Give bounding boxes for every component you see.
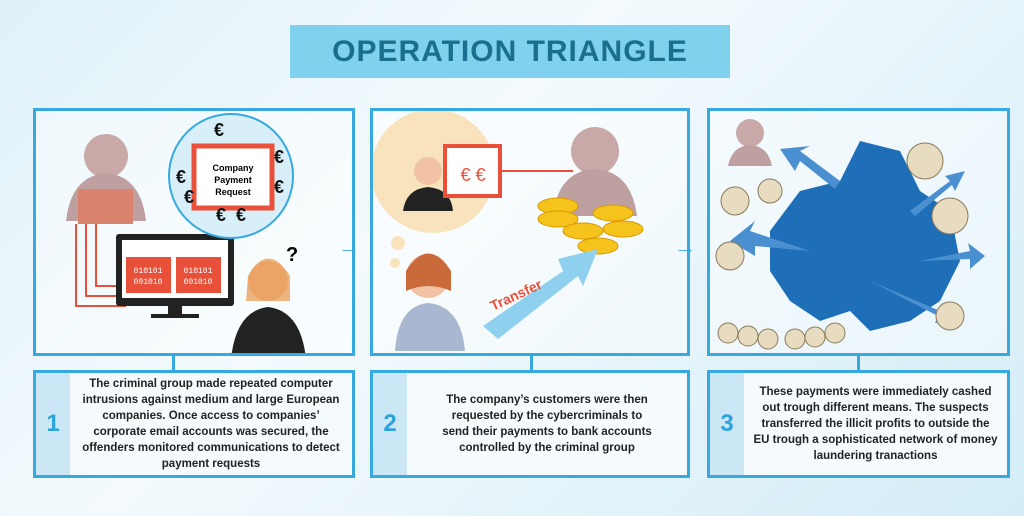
connector [530,356,533,370]
money-bag-icons [715,142,969,350]
question-mark: ? [286,244,298,266]
connector [857,356,860,370]
euro-icon: € [184,187,194,207]
popup-line: Payment [214,175,252,185]
code-text: 001010 [184,278,213,287]
popup-line: Request [215,187,251,197]
panel-step-3 [707,108,1010,356]
money-flow-arrows [730,146,985,323]
euro-icon: € [236,205,246,225]
popup-line: Company [212,163,253,173]
step-3-description: 3 These payments were immediately cashed… [707,370,1010,478]
step-number: 1 [36,373,70,475]
euro-icons: €€€€€€€ [176,120,284,225]
europe-map [770,141,960,331]
code-text: 001010 [134,278,163,287]
step-text: These payments were immediately cashed o… [753,386,998,462]
step-number: 3 [710,373,744,475]
monitor-icon [116,234,234,318]
arrow-right-icon: → [674,234,696,259]
step-text: The criminal group made repeated compute… [82,378,340,470]
payment-illustration: € € Transfer [373,111,644,351]
step-2-description: 2 The company’s customers were then requ… [370,370,690,478]
step-text: The company’s customers were then reques… [442,394,652,454]
step-number: 2 [373,373,407,475]
euro-icon: € [274,147,284,167]
code-text: 010101 [184,267,213,276]
euro-icon: € [216,205,226,225]
hacker-icon [66,134,146,224]
euro-text: € € [460,165,485,185]
page-title: OPERATION TRIANGLE [290,25,730,78]
transfer-arrow [483,249,598,339]
connector [172,356,175,370]
employee-icon [231,258,306,353]
woman-icon [395,253,465,351]
panel-step-2: € € Transfer [370,108,690,356]
europe-map-illustration [715,119,985,350]
panel-step-1: 010101 001010 010101 001010 Company Paym… [33,108,355,356]
euro-icon: € [274,177,284,197]
euro-icon: € [176,167,186,187]
intrusion-illustration: 010101 001010 010101 001010 Company Paym… [66,113,306,353]
payment-request-bubble [168,113,294,239]
arrow-right-icon: → [338,234,360,259]
hacker-icon [728,119,772,166]
code-text: 010101 [134,267,163,276]
coins-icon [537,197,644,255]
euro-icon: € [214,120,224,140]
step-1-description: 1 The criminal group made repeated compu… [33,370,355,478]
customer-icon [403,157,453,211]
